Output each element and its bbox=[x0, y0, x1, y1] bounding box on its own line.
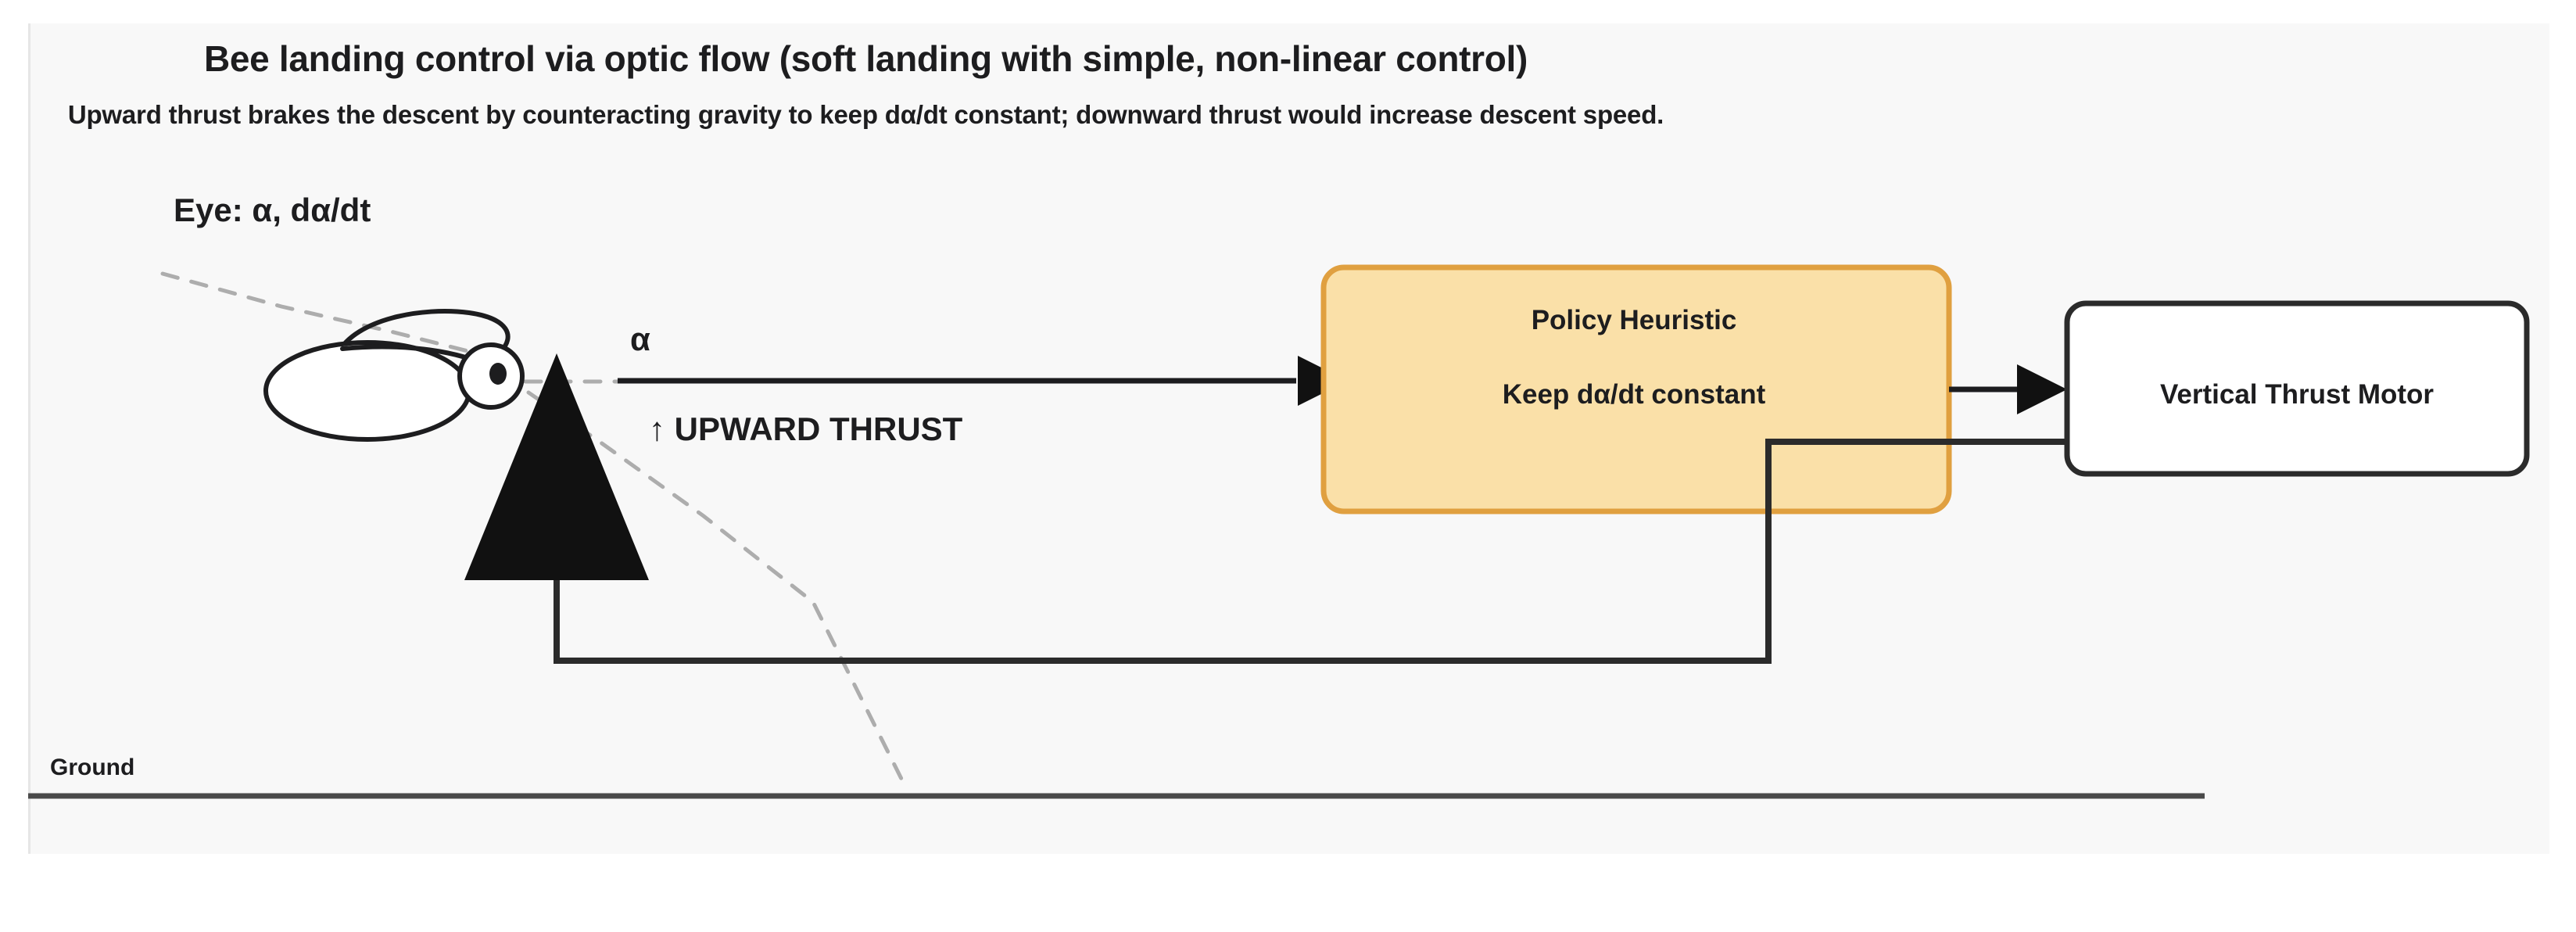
bee-wing bbox=[335, 309, 511, 356]
policy-heuristic-rule: Keep dα/dt constant bbox=[1502, 379, 1766, 410]
bee-illustration bbox=[263, 309, 525, 442]
bee-eye-pupil bbox=[489, 363, 507, 385]
ground-label: Ground bbox=[50, 755, 135, 780]
figure-subtitle: Upward thrust brakes the descent by coun… bbox=[67, 100, 1664, 129]
vertical-thrust-motor-label: Vertical Thrust Motor bbox=[2159, 379, 2434, 410]
alpha-signal-label: α bbox=[630, 321, 650, 357]
figure-title: Bee landing control via optic flow (soft… bbox=[203, 38, 1528, 79]
vertical-thrust-motor-block[interactable] bbox=[2064, 300, 2530, 477]
edge-alpha-to-policy bbox=[618, 356, 1348, 406]
edge-policy-to-motor bbox=[1949, 364, 2067, 414]
thrust-vector-triangle bbox=[464, 353, 649, 580]
bee-body bbox=[263, 340, 471, 442]
edge-motor-feedback-to-thrust bbox=[554, 439, 2067, 664]
eye-label: Eye: α, dα/dt bbox=[174, 192, 371, 228]
policy-heuristic-title: Policy Heuristic bbox=[1531, 305, 1737, 335]
upward-thrust-label: ↑ UPWARD THRUST bbox=[649, 410, 963, 447]
